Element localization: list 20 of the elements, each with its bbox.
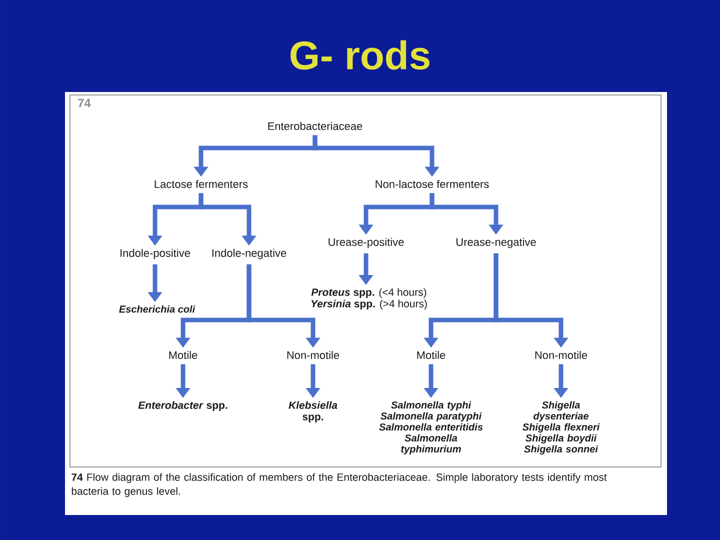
group-label: Non-motile [535, 350, 588, 360]
organism-label: Escherichia coli [119, 305, 196, 313]
group-label: Indole-positive [120, 248, 190, 260]
figure-number: 74 [78, 98, 91, 108]
group-label: Enterobacteriaceae [268, 122, 362, 130]
group-label: Lactose fermenters [154, 180, 248, 188]
organism-list: Shigella dysenteriae Shigella flexneri Shigella boydii Shigella sonnei [522, 401, 600, 454]
group-label: Urease-negative [456, 238, 536, 248]
group-label: Non-lactose fermenters [376, 180, 489, 188]
group-label: Motile [169, 350, 198, 360]
organism-list: Proteus spp. (<4 hours) Yersinia spp. (>4 hours) [311, 288, 427, 310]
group-label: Indole-negative [212, 248, 286, 260]
organism-label: Klebsiella spp. [288, 401, 338, 422]
group-label: Non-motile [287, 350, 340, 360]
slide-title: G- rods [290, 40, 430, 70]
group-label: Urease-positive [328, 238, 404, 248]
figure-caption: 74 Flow diagram of the classification of members of the Enterobacteriaceae. Simple laboratory tests identify most bacteria to genus level. [72, 473, 607, 497]
group-label: Motile [417, 350, 446, 360]
organism-label: Enterobacter spp. [138, 401, 228, 411]
organism-list: Salmonella typhi Salmonella paratyphi Salmonella enteritidis Salmonella typhimurium [379, 401, 483, 454]
